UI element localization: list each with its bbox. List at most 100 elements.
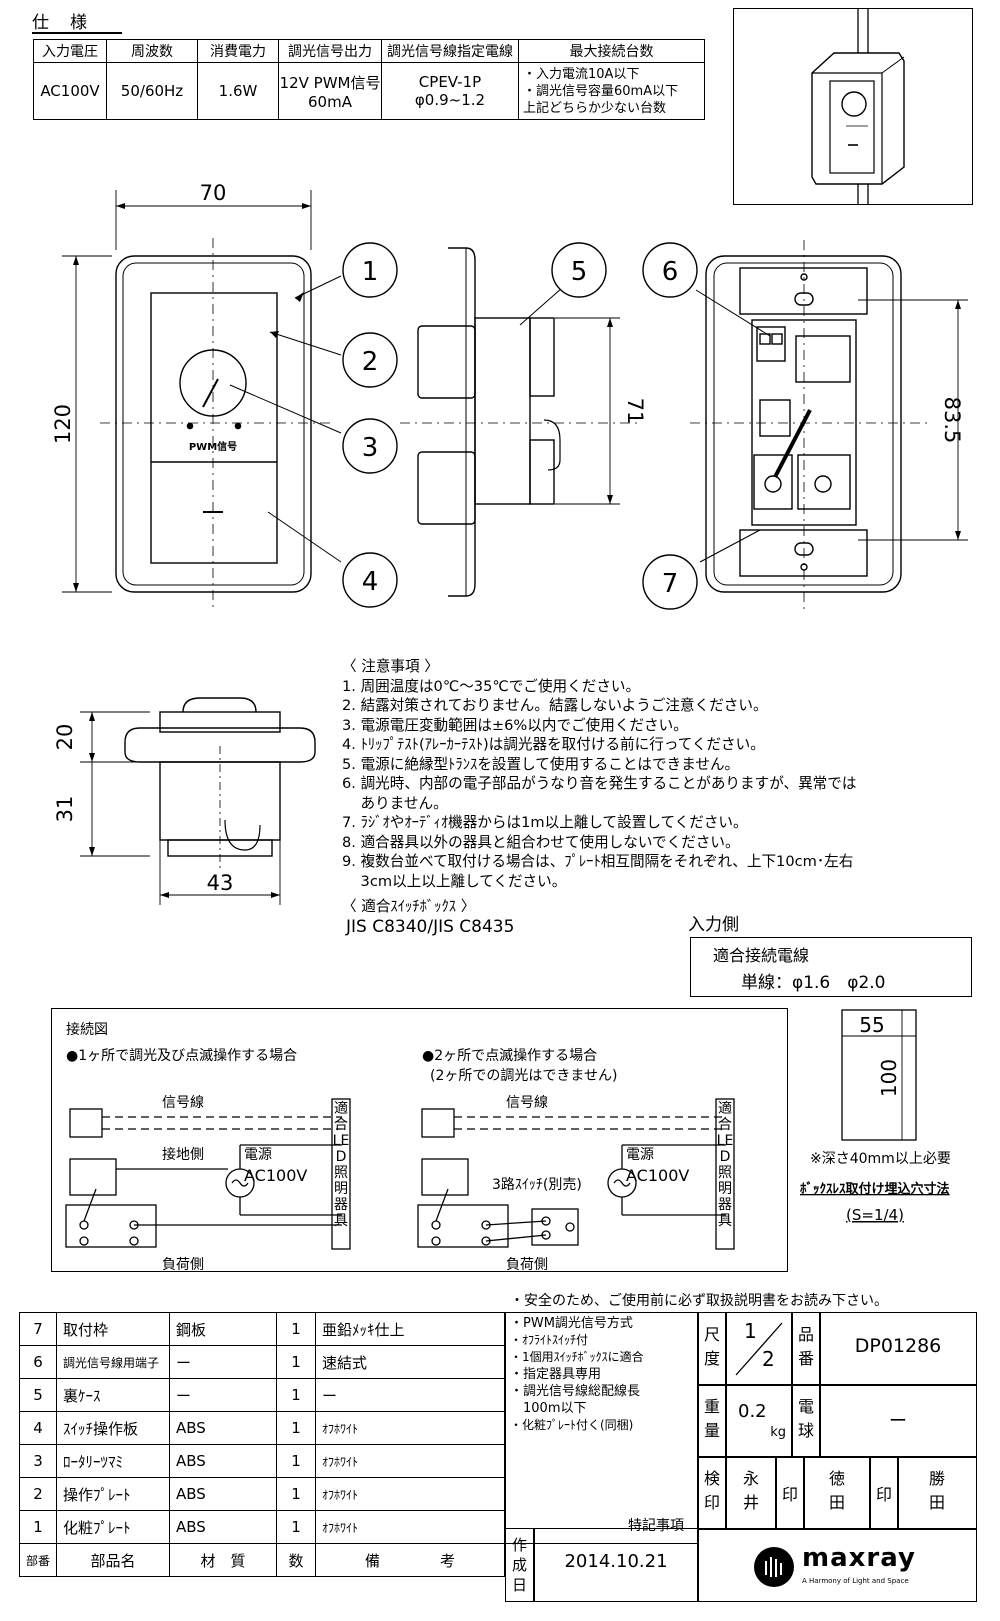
threeway-label: 3路ｽｲｯﾁ(別売) xyxy=(492,1177,582,1193)
lamp-value: ー xyxy=(889,1411,907,1432)
feature-3: ・1個用ｽｲｯﾁﾎﾞｯｸｽに適合 xyxy=(510,1350,644,1364)
spec-header-wire: 調光信号線指定電線 xyxy=(381,39,519,63)
svg-text:4: 4 xyxy=(362,567,379,597)
product-perspective-icon xyxy=(811,9,905,204)
made-label: 作成日 xyxy=(512,1536,528,1594)
title-block: 尺度 1 2 品番 DP01286 重量 0.2 kg 電球 ー 検印 永井 印… xyxy=(505,1312,977,1602)
features-box: ・PWM調光信号方式 ・ｵﾌﾗｲﾄｽｲｯﾁ付 ・1個用ｽｲｯﾁﾎﾞｯｸｽに適合 … xyxy=(505,1312,699,1544)
dim-top-20: 20 xyxy=(53,724,77,751)
svg-text:3: 3 xyxy=(362,433,379,463)
input-side-label: 入力側 xyxy=(688,915,739,935)
callout-7: 7 xyxy=(642,554,698,610)
features-label: 特記事項 xyxy=(628,1518,684,1534)
ac-label-2: AC100V xyxy=(626,1166,689,1185)
callout-3: 3 xyxy=(342,418,398,474)
weight-unit: kg xyxy=(770,1425,786,1440)
check-label: 検印 xyxy=(704,1469,721,1512)
switchbox-value: JIS C8340/JIS C8435 xyxy=(346,916,515,937)
cutout-title: ﾎﾞｯｸｽﾚｽ取付け埋込穴寸法 xyxy=(800,1181,950,1197)
spec-frequency: 50/60Hz xyxy=(106,62,198,120)
svg-text:1: 1 xyxy=(362,257,379,287)
fixture-label-1: 適合LED照明器具 xyxy=(332,1101,350,1229)
wire-spec-value: 単線：φ1.6 φ2.0 xyxy=(741,973,886,993)
dim-width-70: 70 xyxy=(200,181,227,205)
wire-spec-title: 適合接続電線 xyxy=(713,946,810,965)
callout-5: 5 xyxy=(551,242,607,298)
callout-4: 4 xyxy=(342,552,398,608)
spec-header-max-units: 最大接続台数 xyxy=(518,39,705,63)
callout-6: 6 xyxy=(642,242,698,298)
spec-max-units: ・入力電流10A以下・調光信号容量60mA以下上記どちらか少ない台数 xyxy=(518,62,705,120)
wiring-schematic: 信号線 接地側 電源 AC100V 負荷側 信号線 3路ｽｲｯﾁ(別売) 電源 … xyxy=(65,1095,735,1271)
source-label-1: 電源 xyxy=(244,1147,272,1163)
note-2: 2. 結露対策されておりません。結露しないようご注意ください。 xyxy=(342,697,768,714)
spec-title: 仕 様 xyxy=(32,13,89,33)
spec-header-voltage: 入力電圧 xyxy=(33,39,107,63)
spec-table: 入力電圧 周波数 消費電力 調光信号出力 調光信号線指定電線 最大接続台数 AC… xyxy=(33,39,705,120)
cutout-drawing: 55 100 ※深さ40mm以上必要 ﾎﾞｯｸｽﾚｽ取付け埋込穴寸法 (S=1/… xyxy=(800,1009,951,1224)
name-3: 勝田 xyxy=(929,1469,946,1512)
feature-7: ・化粧ﾌﾟﾚｰﾄ付く(同梱) xyxy=(510,1418,634,1432)
dim-height-120: 120 xyxy=(51,404,75,444)
weight-label: 重量 xyxy=(704,1397,721,1440)
wiring-case2: ●2ヶ所で点滅操作する場合 xyxy=(422,1048,598,1064)
scale-value: 1 2 xyxy=(725,1312,793,1386)
feature-1: ・PWM調光信号方式 xyxy=(510,1316,633,1331)
cutout-scale: (S=1/4) xyxy=(846,1206,904,1224)
note-3: 3. 電源電圧変動範囲は±6%以内でご使用ください。 xyxy=(342,716,688,734)
load-label-2: 負荷側 xyxy=(506,1257,548,1271)
seal-1: 印 xyxy=(781,1485,798,1504)
brand-tagline: A Harmony of Light and Space xyxy=(802,1577,909,1585)
part-number: DP01286 xyxy=(854,1335,942,1357)
wiring-case2-sub: (2ヶ所での調光はできません) xyxy=(430,1068,618,1084)
note-4: 4. ﾄﾘｯﾌﾟﾃｽﾄ(ｱﾚｰｶｰﾃｽﾄ)は調光器を取付ける前に行ってください。 xyxy=(342,736,765,753)
note-6: 6. 調光時、内部の電子部品がうなり音を発生することがありますが、異常では xyxy=(342,775,857,792)
wiring-diagram-box: 接続図 ●1ヶ所で調光及び点滅操作する場合 ●2ヶ所で点滅操作する場合 (2ヶ所… xyxy=(51,1008,788,1272)
spec-header-signal-output: 調光信号出力 xyxy=(278,39,382,63)
dim-bottom-43: 43 xyxy=(207,871,234,895)
brand-logo: maxray A Harmony of Light and Space xyxy=(697,1528,977,1602)
signal-label-2: 信号線 xyxy=(506,1095,548,1111)
technical-drawing: 1 2 3 4 5 6 7 70 120 71 83.5 20 31 43 PW… xyxy=(51,181,968,905)
part-label: 品番 xyxy=(798,1325,815,1368)
svg-text:2: 2 xyxy=(362,347,379,377)
feature-5: ・調光信号線総配線長 xyxy=(510,1384,641,1399)
name-2: 徳田 xyxy=(829,1469,846,1512)
pwm-label: PWM信号 xyxy=(189,440,237,453)
check-name: 永井 xyxy=(743,1469,760,1512)
svg-text:7: 7 xyxy=(662,569,679,599)
made-date: 2014.10.21 xyxy=(564,1551,668,1572)
note-9: 9. 複数台並べて取付ける場合は、ﾌﾟﾚｰﾄ相互間隔をそれぞれ、上下10cm･左… xyxy=(342,853,854,870)
cutout-height: 100 xyxy=(877,1059,901,1097)
feature-6: 100m以下 xyxy=(510,1401,587,1416)
ac-label-1: AC100V xyxy=(244,1166,307,1185)
callout-2: 2 xyxy=(342,332,398,388)
note-7: 7. ﾗｼﾞｵやｵｰﾃﾞｨｵ機器からは1m以上離して設置してください。 xyxy=(342,814,748,831)
brand-name: maxray xyxy=(802,1543,916,1573)
signal-label-1: 信号線 xyxy=(162,1095,204,1111)
note-6-cont: ありません。 xyxy=(342,794,448,812)
wiring-title: 接続図 xyxy=(66,1022,108,1038)
notes-section: 〈 注意事項 〉 1. 周囲温度は0℃～35℃でご使用ください。 2. 結露対策… xyxy=(342,657,856,937)
dim-side-71: 71 xyxy=(623,398,647,425)
feature-4: ・指定器具専用 xyxy=(510,1367,602,1382)
switchbox-title: 〈 適合ｽｲｯﾁﾎﾞｯｸｽ 〉 xyxy=(342,898,476,915)
bom-header: 部番部品名材 質数備 考 xyxy=(19,1543,505,1577)
spec-voltage: AC100V xyxy=(33,62,107,120)
lamp-label: 電球 xyxy=(798,1397,815,1440)
seal-2: 印 xyxy=(875,1485,892,1504)
ground-label: 接地側 xyxy=(162,1146,204,1163)
notes-title: 〈 注意事項 〉 xyxy=(342,658,439,675)
svg-text:5: 5 xyxy=(571,257,588,287)
svg-text:6: 6 xyxy=(662,257,679,287)
note-8: 8. 適合器具以外の器具と組合わせて使用しないでください。 xyxy=(342,833,740,851)
